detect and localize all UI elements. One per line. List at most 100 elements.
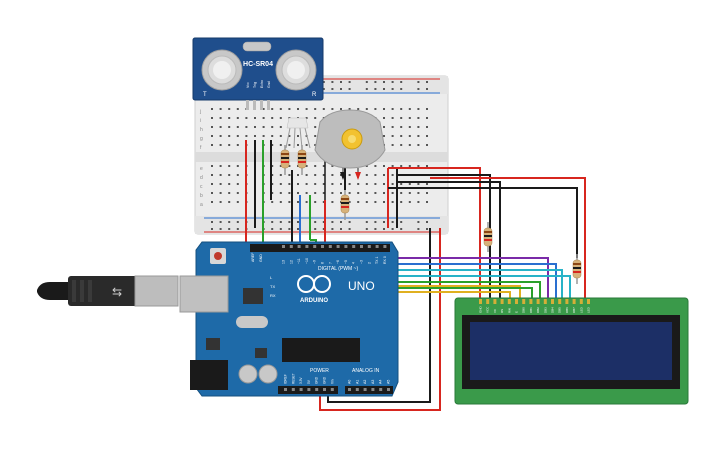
breadboard-hole (228, 221, 231, 223)
header-strip (345, 386, 393, 394)
header-pin (360, 245, 363, 248)
breadboard-hole (211, 192, 213, 194)
breadboard-hole (219, 192, 222, 194)
breadboard-hole (279, 183, 282, 185)
breadboard-hole (357, 183, 360, 185)
breadboard-hole (236, 192, 239, 194)
breadboard-hole (322, 81, 325, 83)
header-pin (307, 388, 311, 391)
breadboard-hole (262, 135, 265, 137)
breadboard-hole (391, 201, 394, 203)
breadboard-hole (357, 201, 360, 203)
breadboard-hole (228, 165, 231, 167)
crystal (236, 316, 268, 328)
breadboard-hole (279, 126, 282, 128)
breadboard-hole (331, 108, 334, 110)
breadboard-hole (271, 117, 274, 119)
breadboard-hole (417, 88, 420, 90)
header-pin (321, 245, 324, 248)
breadboard-hole (271, 221, 274, 223)
breadboard-hole (236, 174, 239, 176)
breadboard-hole (211, 165, 213, 167)
breadboard-hole (271, 201, 274, 203)
breadboard-hole (211, 228, 213, 230)
breadboard-hole (297, 108, 299, 110)
breadboard-hole (340, 221, 342, 223)
header-pin (371, 388, 375, 391)
lcd-pin (536, 299, 540, 304)
lcd-pin (507, 299, 511, 304)
row-letter: h (200, 127, 203, 133)
breadboard-hole (408, 117, 411, 119)
breadboard-hole (331, 228, 334, 230)
breadboard-hole (417, 183, 420, 185)
breadboard-hole (236, 126, 239, 128)
breadboard-hole (279, 117, 282, 119)
row-letter: e (200, 166, 203, 172)
breadboard-hole (383, 221, 385, 223)
breadboard-hole (374, 228, 377, 230)
breadboard-row-letters: j i h g f e d c b a (199, 109, 203, 208)
breadboard-hole (279, 192, 282, 194)
resistor (483, 222, 493, 252)
lcd-pin (486, 299, 490, 304)
breadboard-hole (279, 228, 282, 230)
breadboard-hole (400, 165, 403, 167)
sensor-corner-label: T (203, 92, 207, 98)
row-letter: i (200, 118, 201, 124)
lcd-pin (500, 299, 504, 304)
breadboard-hole (331, 201, 334, 203)
header-pin (375, 245, 379, 248)
breadboard-hole (408, 144, 411, 146)
breadboard-hole (236, 135, 239, 137)
breadboard-holes (211, 81, 428, 230)
breadboard-hole (400, 221, 403, 223)
sensor-pin-label: Echo (260, 80, 264, 88)
row-letter: g (200, 136, 203, 142)
breadboard-hole (426, 183, 428, 185)
breadboard-hole (391, 228, 394, 230)
breadboard-hole (426, 201, 428, 203)
header-pin (299, 388, 303, 391)
power-jack (190, 360, 228, 390)
sensor-pin-label: Gnd (267, 81, 271, 88)
breadboard-hole (348, 228, 351, 230)
lcd-pin-label: DB4 (551, 307, 555, 313)
lcd-pin (529, 299, 533, 304)
breadboard-hole (322, 174, 325, 176)
breadboard-hole (314, 228, 317, 230)
header-pin (336, 245, 340, 248)
breadboard-hole (383, 108, 385, 110)
resistor (572, 254, 582, 284)
header-pin (297, 245, 301, 248)
breadboard-hole (374, 108, 377, 110)
breadboard-hole (271, 144, 274, 146)
chip-small (243, 288, 263, 304)
digital-pin-label: ~6 (336, 260, 340, 264)
usb-icon: ⇆ (112, 285, 122, 299)
breadboard-hole (254, 135, 256, 137)
breadboard-hole (236, 108, 239, 110)
lcd-pin (543, 299, 547, 304)
lcd-pin (572, 299, 576, 304)
breadboard-hole (340, 228, 342, 230)
breadboard-hole (348, 221, 351, 223)
breadboard-hole (236, 201, 239, 203)
breadboard-hole (391, 165, 394, 167)
lcd-pin-label: VCC (486, 306, 490, 313)
breadboard-hole (400, 81, 403, 83)
breadboard-hole (383, 183, 385, 185)
header-pin (305, 245, 309, 248)
breadboard-hole (340, 88, 342, 90)
breadboard-hole (374, 192, 377, 194)
analog-pin-label: A0 (348, 380, 352, 384)
digital-pin-label: TX 1 (375, 257, 379, 264)
breadboard-hole (400, 135, 403, 137)
breadboard-hole (262, 117, 265, 119)
breadboard-hole (357, 192, 360, 194)
breadboard-hole (331, 192, 334, 194)
breadboard-wires (245, 140, 398, 245)
breadboard-hole (211, 183, 213, 185)
